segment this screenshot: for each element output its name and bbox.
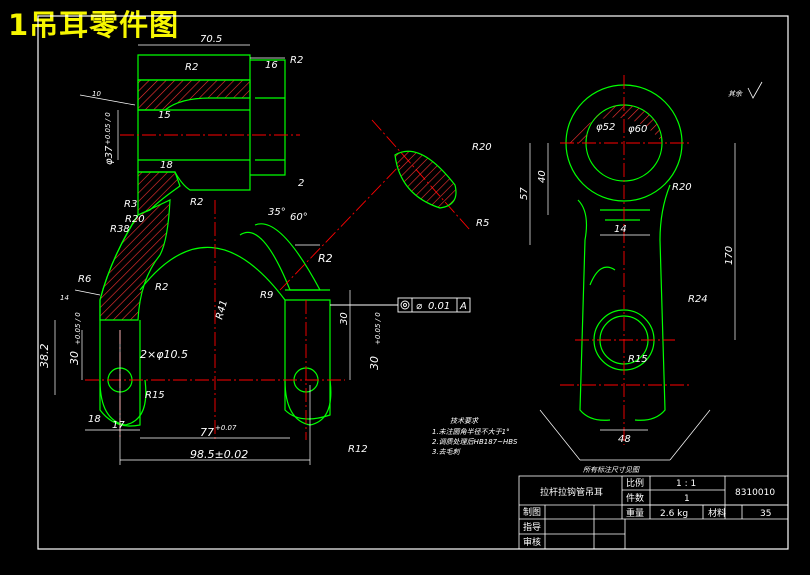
dim-h30-tol: +0.05 / 0: [74, 312, 82, 345]
dimension-lines-right: [529, 143, 736, 461]
shank-left: [577, 199, 611, 421]
dim-r20: R20: [125, 214, 145, 225]
tb-weight-label: 重量: [626, 507, 644, 519]
dim-rR24: R24: [688, 294, 708, 305]
body-arch: [139, 246, 286, 301]
dim-r170: 170: [724, 246, 735, 265]
note-3: 3.去毛刺: [432, 448, 461, 456]
title-block: [518, 475, 789, 550]
dim-r5: R5: [476, 218, 489, 229]
dim-r2b: R2: [190, 197, 203, 208]
dim-r57: 57: [519, 187, 530, 200]
tb-material-value: 35: [760, 509, 771, 519]
dim-r38: R38: [110, 224, 130, 235]
dim-w77-tol: +0.07: [215, 424, 237, 432]
dim-r48: 48: [618, 434, 631, 445]
dim-h30a: 30: [68, 351, 81, 365]
dim-phi60: φ60: [628, 124, 647, 135]
shank-right: [634, 184, 671, 421]
dim-r9: R9: [260, 290, 273, 301]
dim-w16: 16: [265, 60, 278, 71]
svg-text:⌀: ⌀: [416, 301, 423, 312]
rough-label: 其余: [728, 90, 743, 98]
left-lug: [99, 379, 147, 426]
dim-r12a: R12: [348, 444, 368, 455]
center-lines-left: [85, 119, 471, 440]
dim-r2c: R2: [155, 282, 168, 293]
dim-r20-detail: R20: [472, 142, 492, 153]
dim-h30b: 30: [368, 356, 381, 370]
dim-h30b-tol: +0.05 / 0: [374, 312, 382, 345]
note-1: 1.未注圆角半径不大于1°: [432, 428, 510, 436]
tb-check-label: 审核: [523, 536, 541, 548]
dim-deg35: 35°: [268, 207, 286, 218]
dim-r3: R3: [124, 199, 137, 210]
right-boss: [284, 299, 331, 420]
dim-t15: 15: [158, 110, 171, 121]
dim-t18: 18: [160, 160, 173, 171]
tb-guide-label: 指导: [523, 521, 541, 533]
dim-dia37: φ37: [104, 145, 115, 165]
tb-scale-value: 1 : 1: [676, 479, 696, 489]
right-lug: [284, 379, 332, 426]
page-title: 1吊耳零件图: [8, 8, 180, 42]
body-left: [99, 320, 141, 427]
tb-drawn-label: 制图: [523, 506, 541, 518]
tb-part-name: 拉杆拉钩管吊耳: [540, 486, 603, 498]
tolerance-value: 0.01: [428, 301, 450, 312]
dim-w77: 77: [200, 426, 214, 439]
arm-right2: [254, 223, 321, 291]
note-2: 2.调质处理后HB187~HBS: [432, 438, 518, 446]
dim-dia10: 2×φ10.5: [140, 348, 188, 361]
hub-outline: [137, 54, 251, 191]
dim-w18: 18: [88, 414, 101, 425]
tb-material-label: 材料: [708, 507, 726, 519]
tb-qty-value: 1: [684, 494, 690, 504]
roughness-symbol: [747, 81, 763, 99]
dim-top: 70.5: [200, 34, 222, 45]
tb-code: 8310010: [735, 488, 775, 498]
dim-r40: 40: [537, 170, 548, 183]
dim-small1: 10: [92, 90, 101, 98]
dim-r6: R6: [78, 274, 91, 285]
tb-weight-value: 2.6 kg: [660, 509, 688, 519]
bottom-label: 所有标注尺寸见图: [583, 466, 640, 474]
dim-r14: 14: [614, 224, 627, 235]
dim-small2: 14: [60, 294, 69, 302]
dim-w98: 98.5±0.02: [190, 448, 248, 461]
dim-r15: R15: [145, 390, 165, 401]
body-outline: [99, 214, 139, 320]
dim-r2d: R2: [290, 55, 303, 66]
center-lines-right: [560, 75, 690, 445]
tb-qty-label: 件数: [626, 492, 644, 504]
dim-v30: 30: [339, 312, 350, 325]
detail-section: [394, 150, 457, 209]
dim-v2: 2: [298, 178, 304, 189]
drawing-frame: [37, 15, 789, 550]
tolerance-frame: [330, 297, 471, 313]
dim-deg60: 60°: [290, 212, 308, 223]
hub-flange: [250, 59, 286, 176]
tolerance-ref: A: [459, 301, 467, 312]
dim-phi52: φ52: [596, 122, 615, 133]
dim-h38: 38.2: [38, 344, 51, 369]
dim-dia37-tol: +0.05 / 0: [104, 112, 112, 145]
dim-w17: 17: [112, 420, 125, 431]
arm-right: [239, 231, 320, 291]
section-view: [99, 54, 332, 427]
dim-r15b: R15: [628, 354, 648, 365]
hatch-upper: [137, 79, 251, 111]
notes-heading: 技术要求: [450, 417, 479, 425]
dim-r41: R41: [214, 299, 230, 321]
dim-r2a: R2: [185, 62, 198, 73]
dim-r20b: R20: [672, 182, 692, 193]
tb-scale-label: 比例: [626, 477, 644, 489]
dim-r2e: R2: [318, 252, 333, 265]
